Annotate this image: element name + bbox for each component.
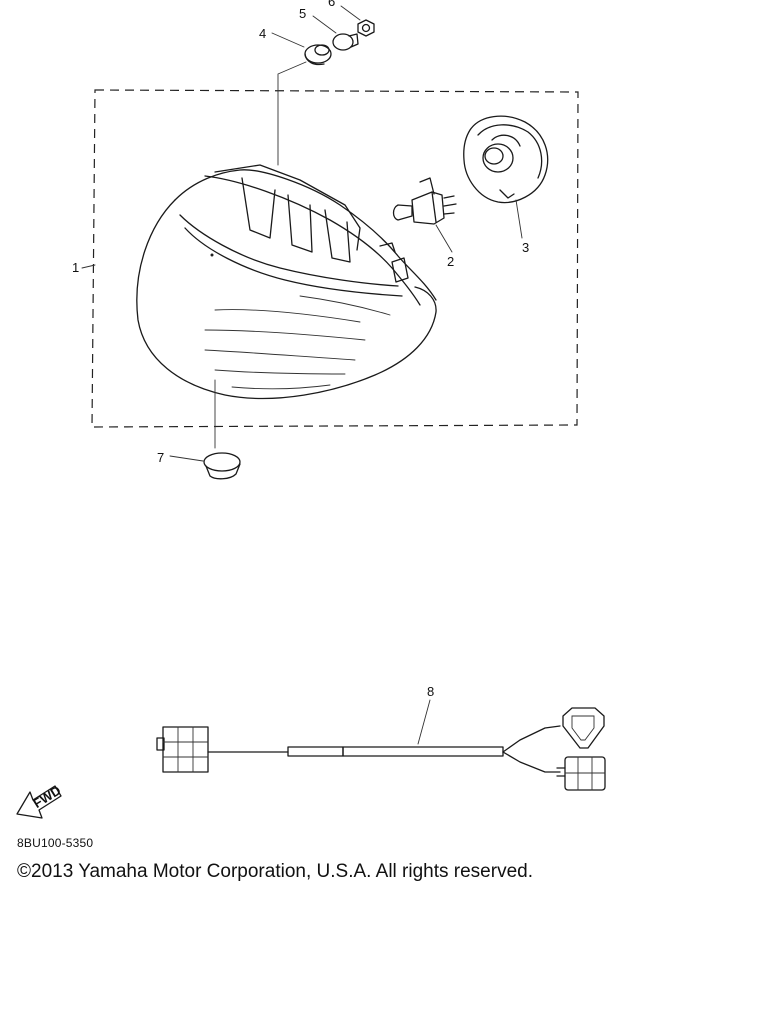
callout-2: 2: [447, 254, 454, 269]
callout-5: 5: [299, 6, 306, 21]
socket-cover-part-3: [463, 115, 549, 204]
callout-6: 6: [328, 0, 335, 9]
callout-7: 7: [157, 450, 164, 465]
callout-3: 3: [522, 240, 529, 255]
headlight-housing: [136, 164, 437, 400]
copyright-notice: ©2013 Yamaha Motor Corporation, U.S.A. A…: [17, 861, 533, 882]
wiring-harness-part-8: [156, 707, 606, 791]
cap-part-7: [203, 452, 241, 480]
nut-part-6: [357, 19, 375, 37]
callout-8: 8: [427, 684, 434, 699]
fwd-arrow-label: FWD: [30, 783, 63, 811]
assembly-boundary: [91, 89, 579, 428]
callout-1: 1: [72, 260, 79, 275]
part-code: 8BU100-5350: [17, 836, 94, 850]
bulb-part-2: [392, 177, 457, 225]
grommet-part-4: [304, 44, 332, 66]
collar-part-5: [332, 33, 359, 51]
callout-4: 4: [259, 26, 266, 41]
fwd-arrow-icon: FWD: [16, 783, 63, 819]
